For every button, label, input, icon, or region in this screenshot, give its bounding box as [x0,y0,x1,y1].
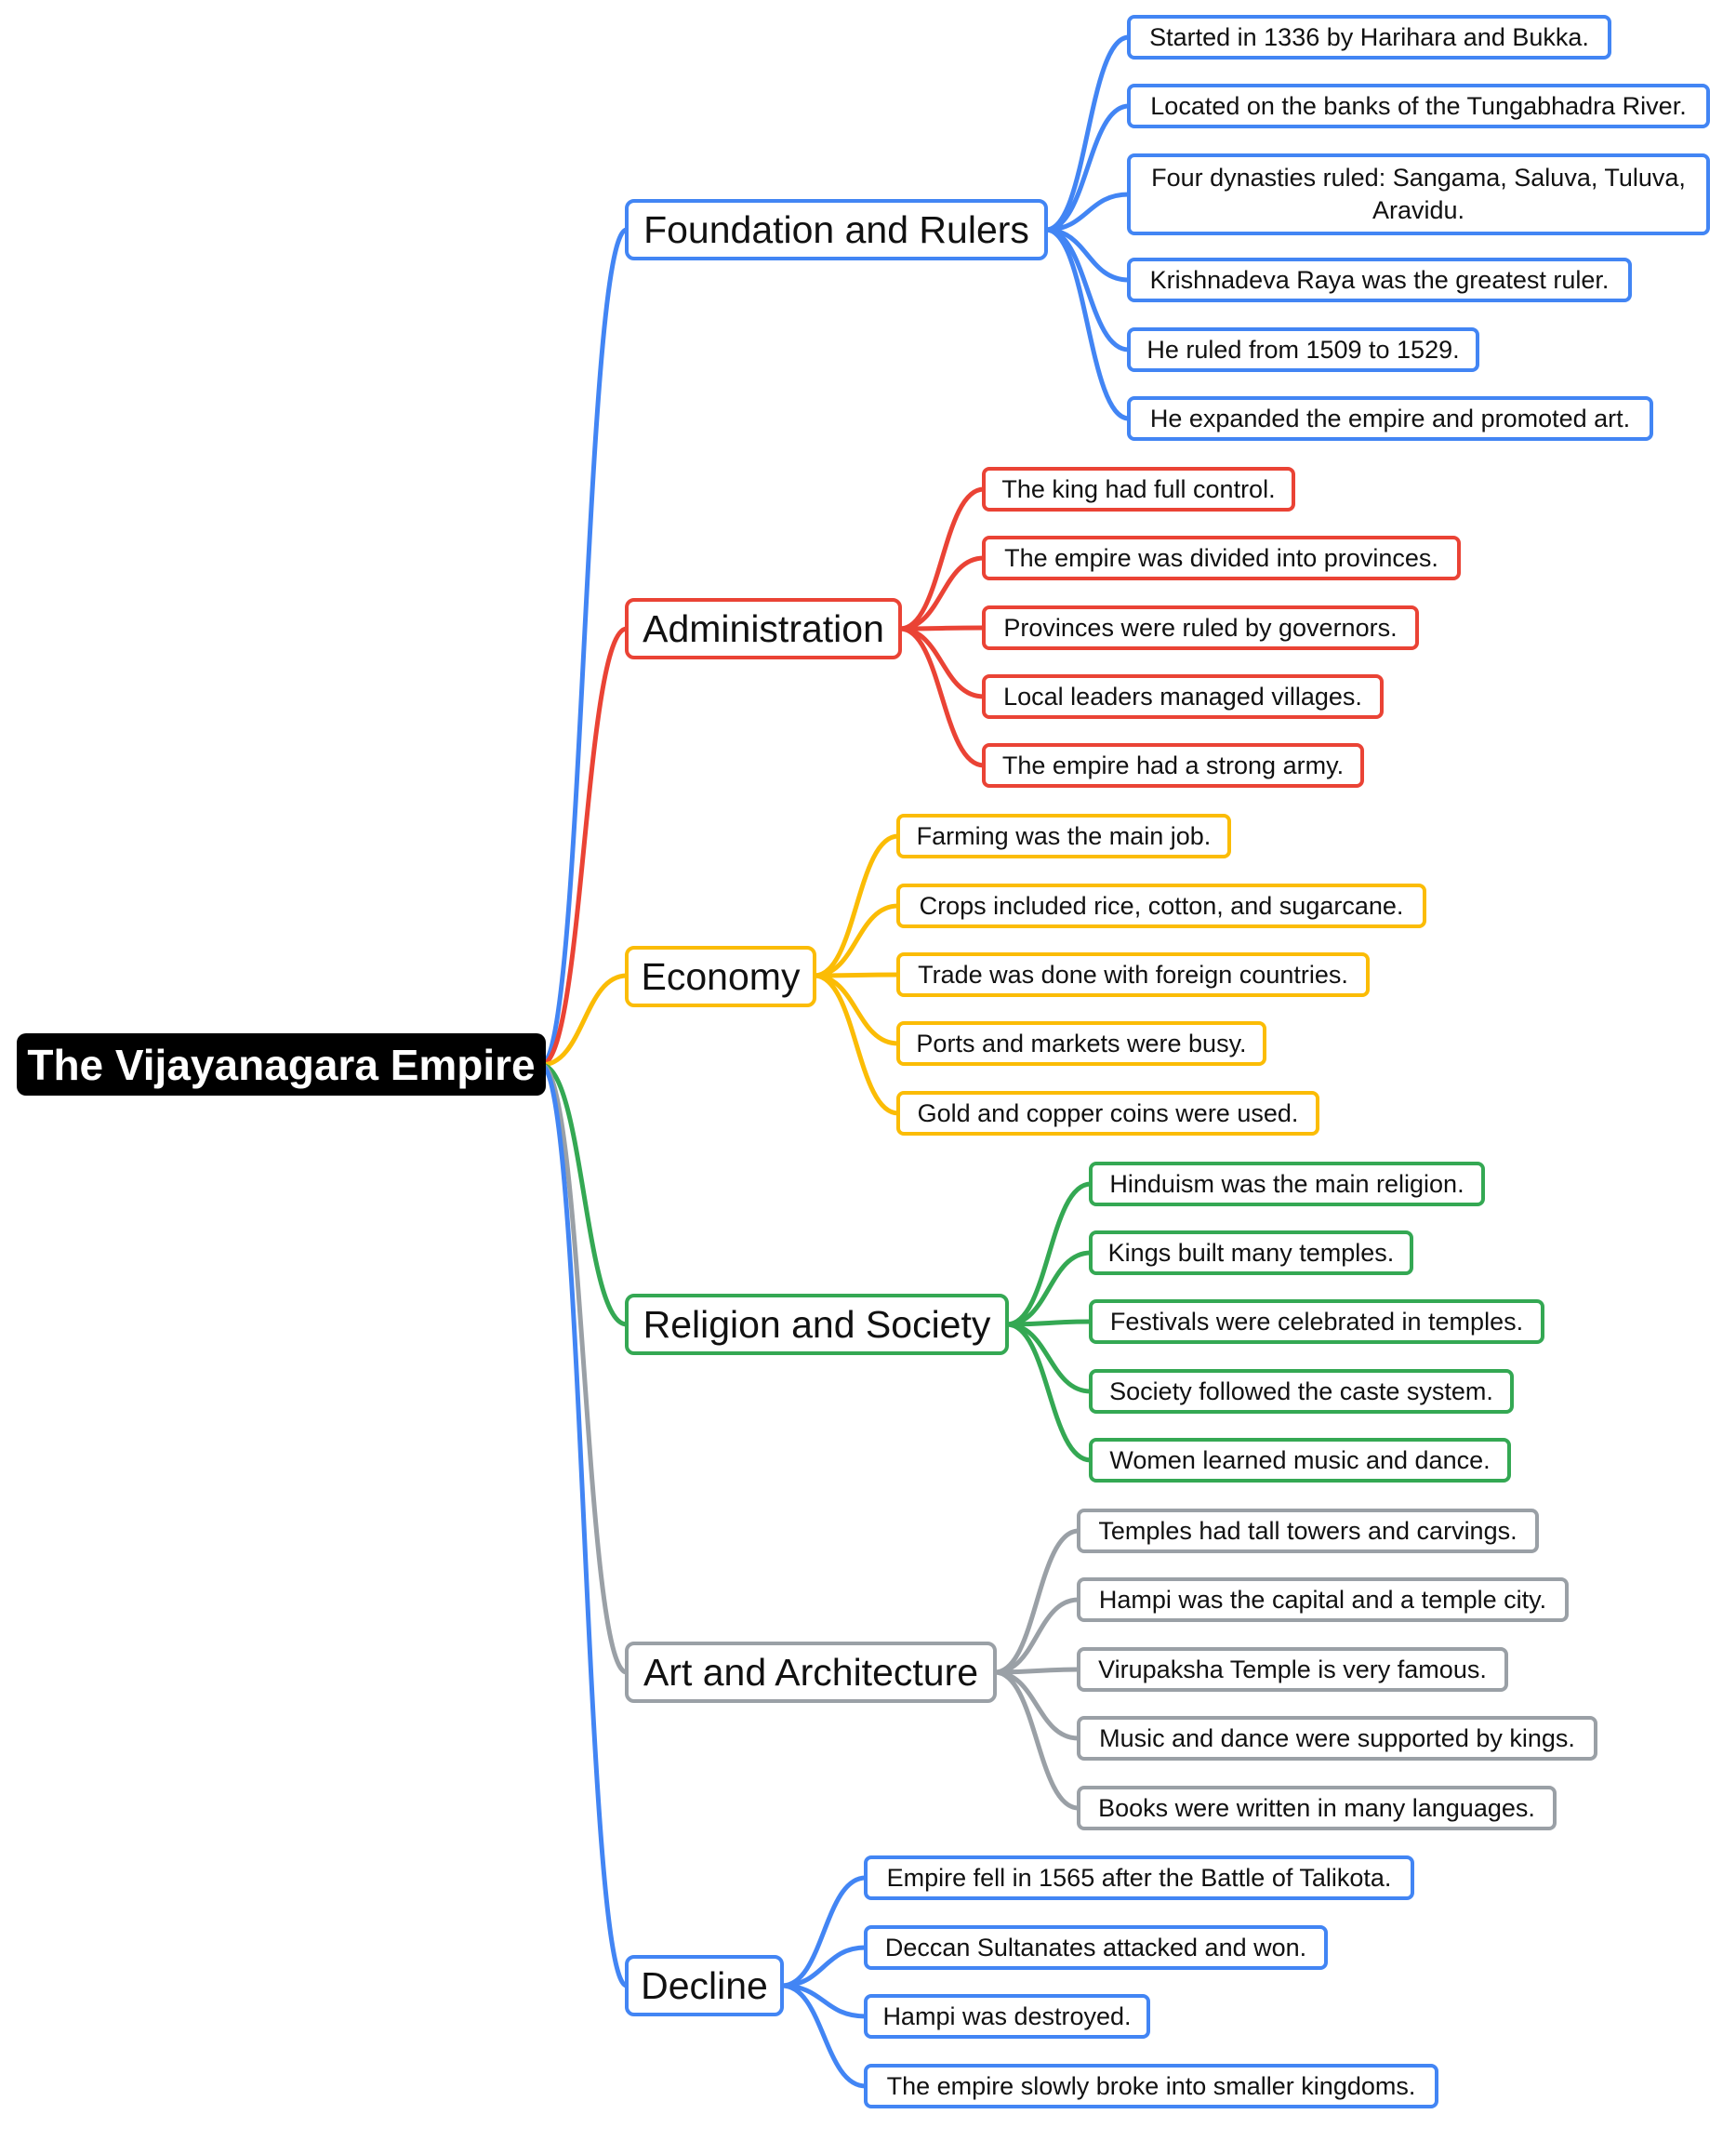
leaf-decline-4[interactable]: The empire slowly broke into smaller kin… [864,2064,1438,2108]
leaf-economy-1[interactable]: Farming was the main job. [896,814,1231,858]
connector-religion-and-society-4 [1004,1322,1093,1394]
leaf-foundation-and-rulers-4[interactable]: Krishnadeva Raya was the greatest ruler. [1127,258,1632,302]
connector-art-and-architecture-5 [992,1669,1081,1811]
leaf-economy-2[interactable]: Crops included rice, cotton, and sugarca… [896,884,1426,928]
connector-administration-3 [897,625,987,632]
branch-religion-and-society[interactable]: Religion and Society [625,1294,1009,1355]
connector-art-and-architecture-2 [992,1597,1081,1675]
connector-economy-1 [812,833,901,978]
leaf-decline-3[interactable]: Hampi was destroyed. [864,1994,1150,2039]
connector-administration-2 [897,555,987,632]
leaf-religion-and-society-1[interactable]: Hinduism was the main religion. [1089,1162,1485,1206]
leaf-art-and-architecture-2[interactable]: Hampi was the capital and a temple city. [1077,1577,1569,1622]
leaf-economy-4[interactable]: Ports and markets were busy. [896,1021,1266,1066]
connector-administration-1 [897,486,987,632]
connector-religion-and-society-5 [1004,1322,1093,1463]
leaf-art-and-architecture-4[interactable]: Music and dance were supported by kings. [1077,1716,1597,1761]
leaf-administration-3[interactable]: Provinces were ruled by governors. [982,605,1419,650]
leaf-foundation-and-rulers-1[interactable]: Started in 1336 by Harihara and Bukka. [1127,15,1611,60]
leaf-art-and-architecture-5[interactable]: Books were written in many languages. [1077,1786,1557,1830]
leaf-art-and-architecture-1[interactable]: Temples had tall towers and carvings. [1077,1509,1539,1553]
connector-economy-5 [812,973,901,1116]
leaf-foundation-and-rulers-6[interactable]: He expanded the empire and promoted art. [1127,396,1653,441]
connector-economy-2 [812,903,901,978]
leaf-art-and-architecture-3[interactable]: Virupaksha Temple is very famous. [1077,1647,1508,1692]
connector-art-and-architecture-3 [992,1667,1081,1675]
leaf-religion-and-society-5[interactable]: Women learned music and dance. [1089,1438,1511,1483]
leaf-decline-2[interactable]: Deccan Sultanates attacked and won. [864,1925,1328,1970]
branch-economy[interactable]: Economy [625,946,816,1007]
leaf-foundation-and-rulers-2[interactable]: Located on the banks of the Tungabhadra … [1127,84,1710,128]
branch-foundation-and-rulers[interactable]: Foundation and Rulers [625,199,1048,260]
connector-administration-5 [897,626,987,768]
leaf-religion-and-society-2[interactable]: Kings built many temples. [1089,1230,1413,1275]
connector-root-to-decline [538,1062,629,1988]
connector-foundation-and-rulers-6 [1043,227,1132,421]
connector-decline-1 [779,1875,868,1988]
connector-economy-3 [812,972,901,978]
connector-root-to-art-and-architecture [538,1062,629,1675]
connector-root-to-foundation-and-rulers [538,227,629,1068]
connector-root-to-administration [538,626,629,1068]
connector-foundation-and-rulers-3 [1043,192,1132,233]
connector-economy-4 [812,973,901,1046]
leaf-foundation-and-rulers-3[interactable]: Four dynasties ruled: Sangama, Saluva, T… [1127,153,1710,235]
leaf-administration-4[interactable]: Local leaders managed villages. [982,674,1384,719]
connector-religion-and-society-2 [1004,1250,1093,1327]
connector-religion-and-society-1 [1004,1181,1093,1327]
branch-art-and-architecture[interactable]: Art and Architecture [625,1642,997,1703]
leaf-economy-3[interactable]: Trade was done with foreign countries. [896,952,1370,997]
leaf-administration-2[interactable]: The empire was divided into provinces. [982,536,1461,580]
connector-decline-2 [779,1945,868,1988]
connector-art-and-architecture-1 [992,1528,1081,1675]
leaf-decline-1[interactable]: Empire fell in 1565 after the Battle of … [864,1855,1414,1900]
leaf-foundation-and-rulers-5[interactable]: He ruled from 1509 to 1529. [1127,327,1479,372]
leaf-economy-5[interactable]: Gold and copper coins were used. [896,1091,1319,1136]
connector-foundation-and-rulers-2 [1043,103,1132,233]
leaf-religion-and-society-4[interactable]: Society followed the caste system. [1089,1369,1514,1414]
connector-root-to-economy [538,973,629,1068]
root-topic[interactable]: The Vijayanagara Empire [17,1033,546,1096]
connector-root-to-religion-and-society [538,1062,629,1327]
connector-foundation-and-rulers-1 [1043,34,1132,233]
leaf-administration-1[interactable]: The king had full control. [982,467,1295,512]
branch-decline[interactable]: Decline [625,1955,784,2016]
branch-administration[interactable]: Administration [625,598,902,659]
connector-art-and-architecture-4 [992,1669,1081,1741]
leaf-administration-5[interactable]: The empire had a strong army. [982,743,1364,788]
leaf-religion-and-society-3[interactable]: Festivals were celebrated in temples. [1089,1299,1544,1344]
connector-decline-4 [779,1983,868,2089]
connector-religion-and-society-3 [1004,1319,1093,1327]
connector-administration-4 [897,626,987,699]
